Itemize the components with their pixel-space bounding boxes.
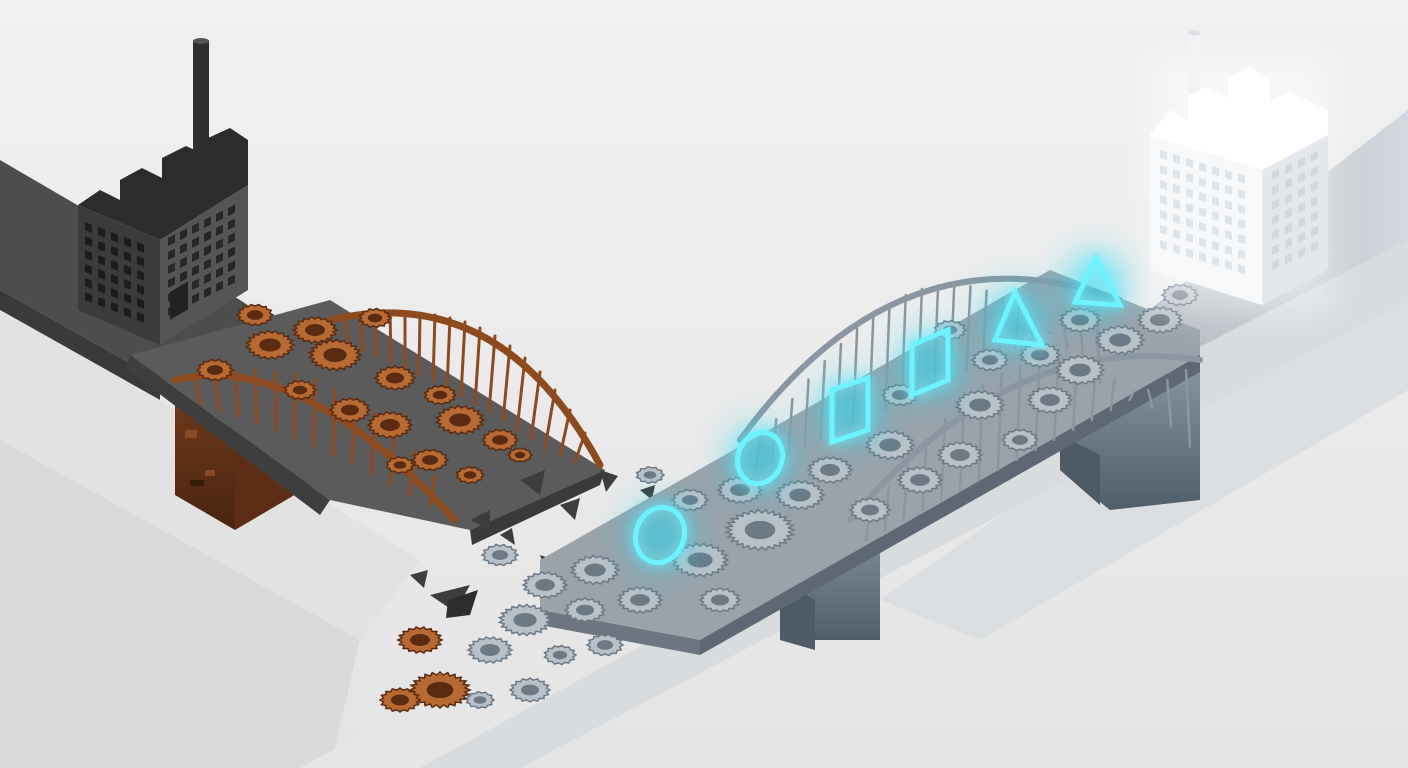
gear-icon [954, 389, 1006, 421]
gear-icon [358, 307, 393, 329]
gear-icon [434, 404, 486, 436]
gear-icon [497, 603, 553, 637]
glowing-ring-icon [632, 504, 688, 566]
steel-gears [465, 283, 1200, 710]
gear-icon [936, 441, 984, 469]
gear-icon [235, 303, 275, 327]
gear-icon [385, 455, 416, 475]
gear-icon [896, 466, 944, 494]
gear-icon [616, 586, 664, 614]
dark-factory-icon [78, 38, 248, 345]
gear-icon [195, 358, 235, 382]
gear-icon [506, 447, 534, 463]
gear-icon [466, 636, 514, 664]
gear-icon [244, 329, 296, 361]
glowing-shapes [630, 252, 1125, 566]
gear-icon [723, 508, 797, 552]
glowing-square-icon [829, 374, 871, 446]
gear-icon [1054, 354, 1106, 386]
gear-icon [396, 626, 444, 654]
gear-icon [806, 456, 854, 484]
gear-icon [774, 479, 826, 511]
gear-icon [1000, 428, 1040, 452]
gear-icon [698, 587, 742, 613]
gear-icon [366, 411, 414, 439]
gear-icon [585, 633, 625, 657]
white-factory-icon [1150, 30, 1330, 310]
gear-icon [670, 488, 710, 512]
gear-icon [465, 690, 496, 710]
gear-icon [970, 348, 1010, 372]
gear-icon [1136, 306, 1184, 334]
gear-icon [864, 429, 916, 461]
gear-icon [283, 379, 318, 401]
rusty-gears [195, 303, 534, 713]
gear-icon [569, 554, 621, 586]
glowing-triangle-icon [991, 286, 1047, 348]
gear-icon [635, 465, 666, 485]
gear-icon [670, 542, 730, 578]
gear-icon [1094, 324, 1146, 356]
gear-icon [455, 465, 486, 485]
gear-icon [543, 644, 578, 666]
gear-icon [848, 497, 892, 523]
gear-icon [378, 687, 422, 713]
gear-icon [880, 383, 920, 407]
gear-icon [291, 316, 339, 344]
gear-icon [423, 384, 458, 406]
gear-icon [307, 338, 363, 372]
gear-icon [521, 571, 569, 599]
gear-icon [480, 543, 520, 567]
glowing-diamond-icon [909, 326, 951, 399]
gear-icon [1018, 342, 1062, 368]
gear-icon [407, 670, 473, 710]
glowing-triangle-icon [1071, 252, 1125, 308]
gear-icon [480, 428, 520, 452]
gear-icon [1026, 386, 1074, 414]
gear-icon [373, 365, 417, 391]
glowing-ring-icon [734, 429, 786, 487]
gear-icon [563, 597, 607, 623]
gear-icon [328, 397, 372, 423]
gear-icon [508, 677, 552, 703]
